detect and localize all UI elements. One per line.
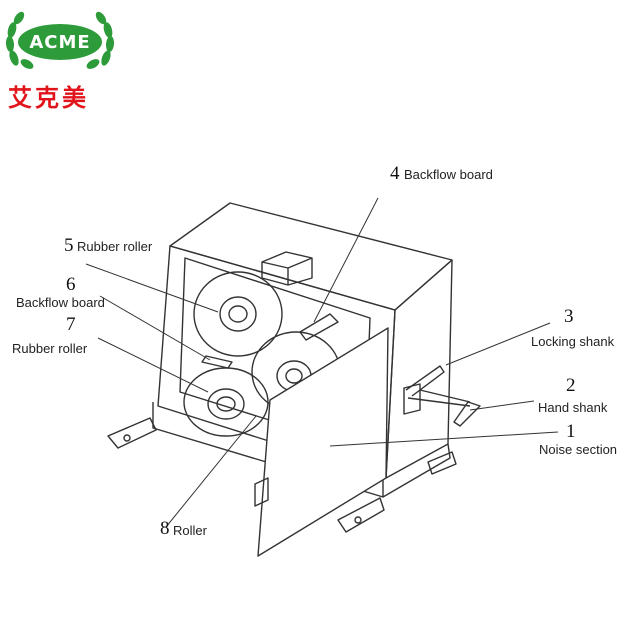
callout-number-8: 8: [160, 518, 170, 539]
callout-number-6: 6: [66, 274, 76, 295]
left-foot: [107, 417, 157, 449]
leader-8: [165, 415, 257, 528]
feed-hopper: [261, 251, 313, 286]
callout-label-noise-section: Noise section: [539, 442, 618, 457]
backflow-board-upper: [299, 313, 339, 341]
callout-label-backflow-board-lower: Backflow board: [16, 295, 105, 310]
locking-shank: [405, 365, 445, 397]
logo-wordmark: ACME: [29, 32, 91, 53]
laurel-wreath-icon: [5, 11, 115, 69]
callout-label-locking-shank: Locking shank: [531, 334, 615, 349]
logo-chinese-text: 艾克美: [8, 84, 89, 112]
housing-top: [169, 202, 453, 311]
callout-number-2: 2: [566, 375, 576, 396]
callout-label-rubber-roller-upper: Rubber roller: [77, 239, 153, 254]
leader-4: [313, 197, 379, 323]
callout-label-backflow-board-upper: Backflow board: [404, 167, 493, 182]
leader-3: [445, 322, 551, 366]
rubber-roller-upper: [193, 271, 283, 357]
callout-number-5: 5: [64, 235, 74, 256]
callout-label-hand-shank: Hand shank: [538, 400, 608, 415]
leader-7: [97, 337, 209, 393]
noise-section-door: [257, 327, 389, 557]
leader-5: [85, 263, 219, 313]
callout-label-roller: Roller: [173, 523, 207, 538]
leader-6: [99, 295, 211, 361]
callout-label-rubber-roller-lower: Rubber roller: [12, 341, 88, 356]
callout-number-4: 4: [390, 163, 400, 184]
leader-1: [329, 431, 559, 447]
rubber-roller-lower: [183, 367, 269, 437]
callout-number-3: 3: [564, 306, 574, 327]
right-foot: [337, 497, 385, 533]
hand-shank: [407, 389, 471, 407]
callout-number-1: 1: [566, 421, 576, 442]
leader-2: [469, 400, 535, 411]
acme-logo: ACME 艾克美: [0, 0, 120, 112]
callout-number-7: 7: [66, 314, 76, 335]
right-rear-foot: [427, 451, 457, 475]
backflow-board-lower: [201, 355, 233, 369]
